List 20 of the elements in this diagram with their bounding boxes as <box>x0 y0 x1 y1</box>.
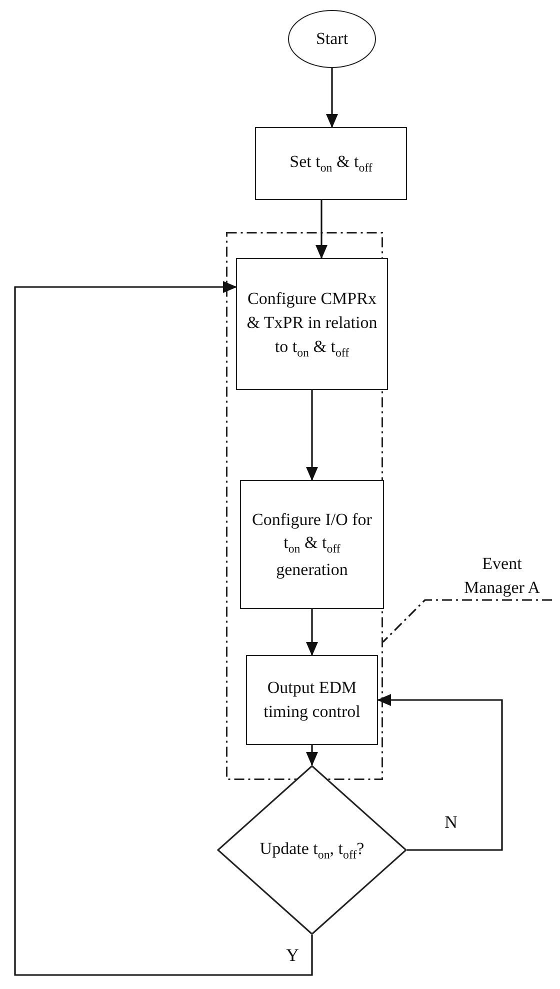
arrow <box>14 281 313 976</box>
leader-line <box>382 599 552 643</box>
process-box <box>240 480 384 609</box>
process-box <box>246 655 378 745</box>
decision-diamond <box>217 765 407 935</box>
arrow <box>306 745 318 766</box>
arrow <box>377 694 503 851</box>
node-text: Output EDM timing control <box>262 677 362 723</box>
arrow <box>306 609 318 656</box>
arrow <box>326 68 338 128</box>
node-text: Update t$_{on}$, t$_{off}$? <box>260 838 364 864</box>
node-text: Set t$_{on}$ & t$_{off}$ <box>290 151 372 177</box>
node-text: Start <box>316 28 348 50</box>
arrow <box>316 200 328 259</box>
process-box <box>236 258 388 390</box>
node-text: Configure CMPRx & TxPR in relation to t$_{on}$ & t$_{off}$ <box>246 288 378 361</box>
arrow <box>306 390 318 481</box>
node-text: Configure I/O for t$_{on}$ & t$_{off}$ generation <box>251 508 373 581</box>
process-box <box>255 127 407 200</box>
group-label: Event Manager A <box>452 552 552 600</box>
